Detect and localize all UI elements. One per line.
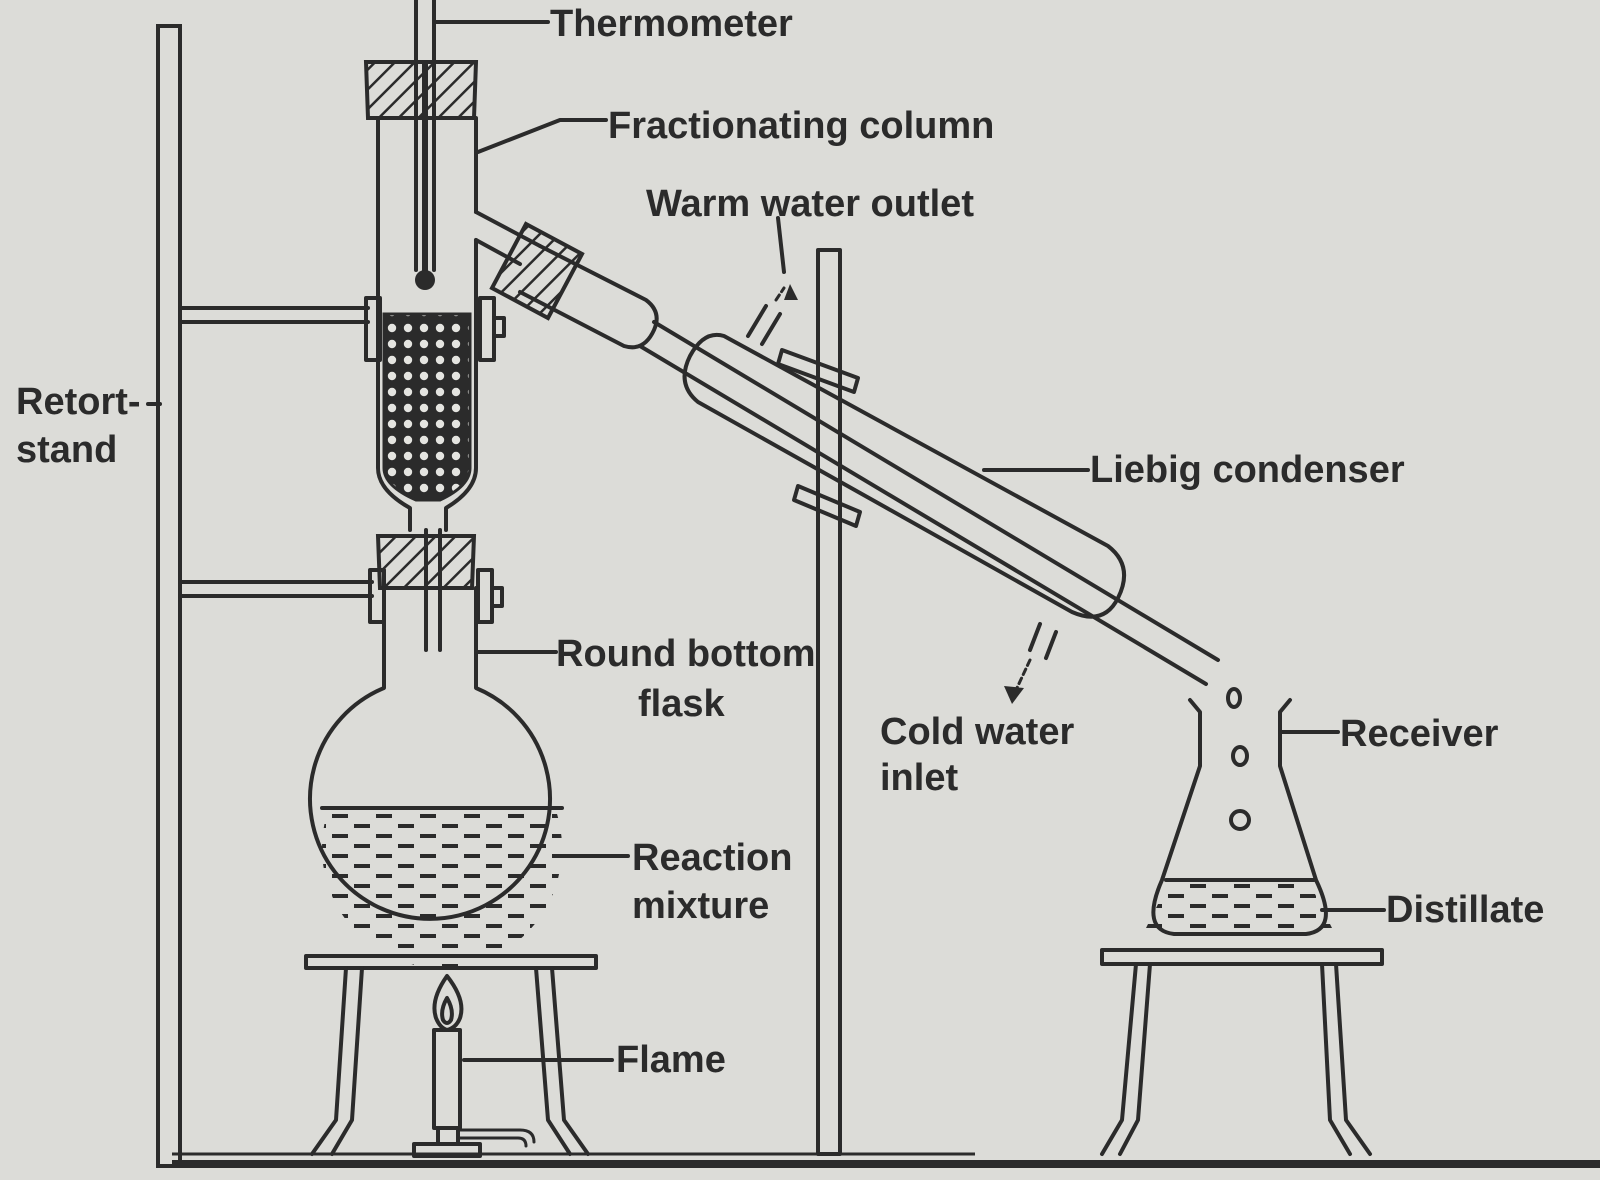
label-thermometer: Thermometer	[550, 3, 793, 45]
label-flame: Flame	[616, 1039, 726, 1081]
reaction-mixture-liquid	[322, 808, 562, 968]
upper-clamp	[178, 296, 506, 362]
outlet-arrow	[784, 284, 798, 300]
labels: Thermometer Fractionating column Warm wa…	[16, 3, 1544, 1081]
inlet-arrow	[1004, 686, 1024, 704]
flame-shape	[432, 974, 464, 1032]
condenser-clamp-bottom	[792, 484, 862, 528]
condenser-stand	[776, 248, 862, 1156]
label-round-bottom-flask-2: flask	[638, 683, 725, 725]
round-bottom-flask	[308, 528, 564, 968]
thermometer-bulb	[415, 270, 435, 290]
bunsen-burner	[412, 974, 536, 1158]
drop-2	[1231, 745, 1249, 767]
condenser-jacket	[682, 333, 1127, 619]
column-cork	[363, 60, 479, 120]
leader-lines	[146, 20, 1386, 1062]
drop-1	[1226, 687, 1242, 709]
label-round-bottom-flask-1: Round bottom	[556, 633, 816, 675]
label-cold-water-inlet-1: Cold water	[880, 711, 1074, 753]
distillate-liquid	[1144, 880, 1334, 932]
label-retort-stand-1: Retort-	[16, 381, 141, 423]
receiver-flask	[1144, 687, 1334, 936]
condenser-cork	[489, 221, 585, 321]
burner-barrel	[432, 1028, 462, 1130]
retort-stand-rod	[156, 24, 182, 1168]
drop-3	[1229, 809, 1251, 831]
condenser-clamp-top	[776, 348, 860, 394]
leader-warm-water-outlet	[776, 216, 786, 274]
liebig-condenser	[489, 221, 1220, 704]
condenser-stand-rod	[816, 248, 842, 1156]
gas-tube	[458, 1128, 536, 1144]
leader-fractionating-column	[476, 118, 608, 154]
thermometer	[414, 0, 436, 290]
label-cold-water-inlet-2: inlet	[880, 757, 958, 799]
label-distillate: Distillate	[1386, 889, 1544, 931]
label-liebig-condenser: Liebig condenser	[1090, 449, 1405, 491]
label-fractionating-column: Fractionating column	[608, 105, 994, 147]
label-reaction-mixture-1: Reaction	[632, 837, 792, 879]
label-reaction-mixture-2: mixture	[632, 885, 769, 927]
column-packing	[382, 312, 472, 502]
label-warm-water-outlet: Warm water outlet	[646, 183, 974, 225]
label-receiver: Receiver	[1340, 713, 1499, 755]
tripod-stand-left	[304, 954, 598, 1156]
burner-base	[412, 1142, 482, 1158]
tripod-stand-right	[1100, 948, 1384, 1156]
label-retort-stand-2: stand	[16, 429, 117, 471]
